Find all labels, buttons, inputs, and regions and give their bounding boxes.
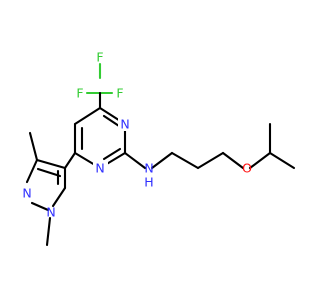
bond-ch-ch3b bbox=[268, 151, 296, 170]
bond-ch2a-ch2b bbox=[170, 151, 200, 170]
bond-pz-c4-c3-double bbox=[36, 167, 62, 178]
bond-nh-ch2a bbox=[150, 151, 174, 170]
amine-hydrogen-label: H bbox=[144, 175, 153, 190]
bond-c5-c4 bbox=[73, 106, 102, 126]
fluorine-left-label: F bbox=[76, 86, 83, 101]
pyrimidine-nitrogen-lower-label: N bbox=[95, 161, 104, 176]
bond-o-ch bbox=[248, 151, 272, 170]
bond-pyrimidine-pyrazole bbox=[63, 151, 77, 170]
bond-c2-nh bbox=[123, 151, 147, 170]
bond-ch2c-o bbox=[221, 151, 245, 170]
fluorine-top-label: F bbox=[96, 50, 103, 65]
atom-label-layer: F F F N N N H O N N bbox=[22, 50, 252, 220]
bond-pz-n1-methyl bbox=[45, 216, 52, 247]
bond-pz-n2-n1 bbox=[30, 201, 50, 212]
amine-nitrogen-label: N bbox=[144, 161, 153, 176]
fluorine-right-label: F bbox=[116, 86, 123, 101]
bond-pz-c3-methyl bbox=[28, 131, 39, 162]
molecule-structure-diagram: F F F N N N H O N N bbox=[22, 50, 296, 247]
pyrazole-nitrogen-upper-label: N bbox=[22, 186, 31, 201]
bond-pz-c3-n2 bbox=[25, 158, 39, 184]
bond-layer bbox=[25, 62, 296, 247]
bond-c2-n1-double bbox=[102, 147, 122, 161]
pyrimidine-nitrogen-upper-label: N bbox=[120, 117, 129, 132]
bond-ch2b-ch2c bbox=[196, 151, 225, 170]
pyrazole-nitrogen-lower-label: N bbox=[46, 205, 55, 220]
bond-pz-c4-c3 bbox=[35, 158, 67, 170]
ether-oxygen-label: O bbox=[242, 161, 252, 176]
bond-pz-n1-c5 bbox=[51, 186, 67, 208]
